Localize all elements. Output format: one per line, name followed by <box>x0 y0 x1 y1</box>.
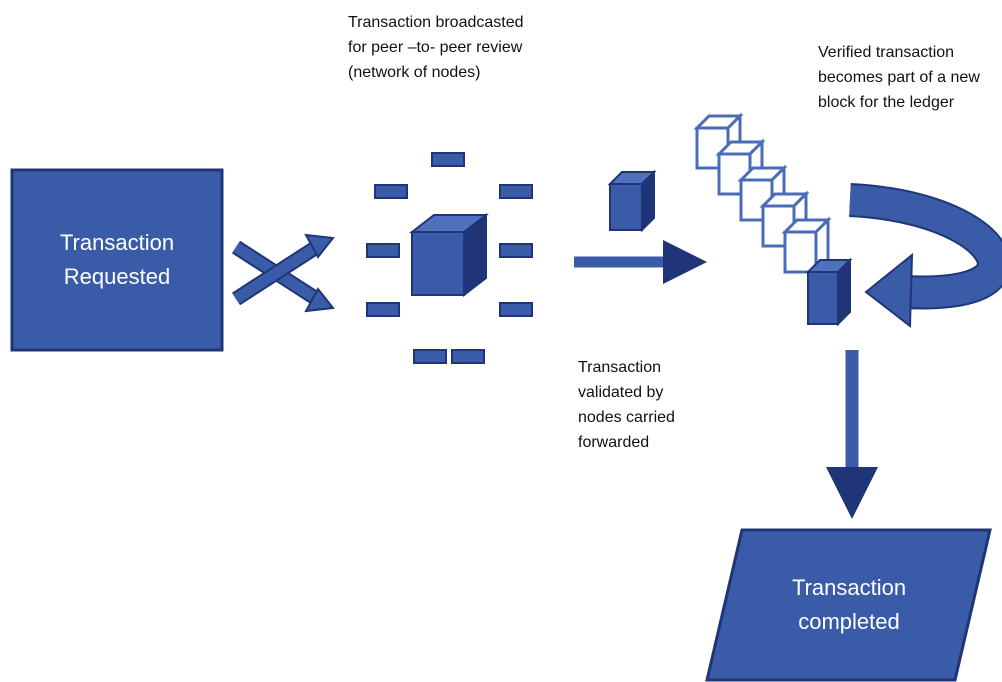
transaction-requested-box <box>10 168 224 352</box>
crossed-arrows-icon <box>231 233 335 313</box>
validated-caption: Transaction validated by nodes carried f… <box>578 359 675 451</box>
network-of-nodes-icon <box>366 152 533 364</box>
transaction-completed-shape <box>705 528 992 682</box>
new-block-icon <box>805 257 853 327</box>
verified-caption: Verified transaction becomes part of a n… <box>818 44 980 111</box>
blockchain-icon <box>693 112 832 276</box>
broadcast-caption: Transaction broadcasted for peer –to- pe… <box>348 14 524 81</box>
curved-arrow-icon <box>848 183 1002 328</box>
transaction-completed-label: Transaction completed <box>791 575 907 634</box>
transaction-requested-label: Transaction Requested <box>59 230 175 289</box>
transaction-block-icon <box>607 169 657 233</box>
